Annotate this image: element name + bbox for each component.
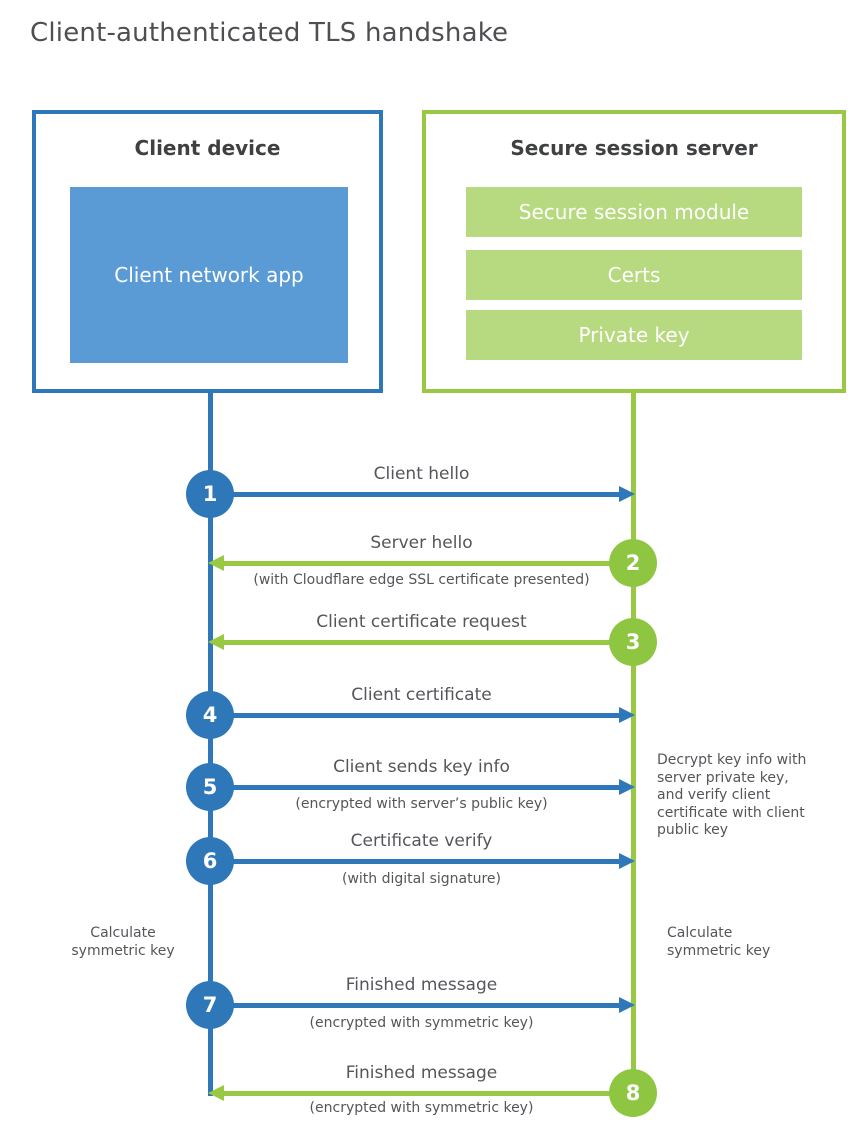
step-8-number: 8 (625, 1081, 641, 1105)
step-5-number: 5 (202, 775, 218, 799)
step-6-arrowhead-icon (619, 853, 635, 869)
server-module-bar-secure-session-module: Secure session module (466, 187, 802, 237)
step-1-badge: 1 (186, 470, 234, 518)
step-8-label: Finished message (345, 1063, 498, 1083)
step-2-badge: 2 (609, 539, 657, 587)
note-calculate-symmetric-key-server: Calculate symmetric key (667, 925, 771, 959)
step-1-label: Client hello (373, 464, 470, 484)
step-7-sub-label: (encrypted with symmetric key) (309, 1015, 534, 1031)
step-4-arrow (210, 707, 635, 723)
client-device-title: Client device (134, 136, 281, 160)
step-3-arrow-line (223, 640, 633, 645)
step-8-sub-label: (encrypted with symmetric key) (309, 1100, 534, 1116)
server-module-bar-private-key: Private key (466, 310, 802, 360)
step-7-arrowhead-icon (619, 997, 635, 1013)
step-5-badge: 5 (186, 763, 234, 811)
step-1-arrow (210, 486, 635, 502)
step-8-arrow-line (223, 1091, 633, 1096)
step-5-arrow (210, 779, 635, 795)
client-network-app-box: Client network app (70, 187, 348, 363)
note-decrypt-key-info: Decrypt key info with server private key… (657, 752, 807, 838)
step-7-arrow-line (210, 1003, 620, 1008)
step-2-number: 2 (625, 551, 641, 575)
step-5-label: Client sends key info (333, 757, 510, 777)
step-4-arrow-line (210, 713, 620, 718)
server-module-bar-certs: Certs (466, 250, 802, 300)
client-lifeline (208, 392, 213, 1096)
step-6-badge: 6 (186, 837, 234, 885)
step-1-arrowhead-icon (619, 486, 635, 502)
step-1-arrow-line (210, 492, 620, 497)
step-3-arrowhead-icon (208, 634, 224, 650)
step-7-number: 7 (202, 993, 218, 1017)
step-6-label: Certificate verify (350, 831, 493, 851)
step-4-number: 4 (202, 703, 218, 727)
step-7-label: Finished message (345, 975, 498, 995)
step-5-sub-label: (encrypted with server’s public key) (295, 796, 548, 812)
step-1-number: 1 (202, 482, 218, 506)
step-3-badge: 3 (609, 618, 657, 666)
step-2-label: Server hello (370, 533, 473, 553)
step-4-arrowhead-icon (619, 707, 635, 723)
step-7-badge: 7 (186, 981, 234, 1029)
step-3-number: 3 (625, 630, 641, 654)
step-6-arrow-line (210, 859, 620, 864)
step-2-arrow-line (223, 561, 633, 566)
secure-session-server-title: Secure session server (510, 136, 758, 160)
step-8-badge: 8 (609, 1069, 657, 1117)
step-8-arrow (208, 1085, 633, 1101)
step-4-label: Client certificate (351, 685, 492, 705)
step-2-arrow (208, 555, 633, 571)
note-calculate-symmetric-key-client: Calculate symmetric key (71, 925, 175, 959)
step-8-arrowhead-icon (208, 1085, 224, 1101)
server-lifeline (631, 392, 636, 1093)
step-2-sub-label: (with Cloudflare edge SSL certificate pr… (253, 572, 590, 588)
step-6-sub-label: (with digital signature) (342, 871, 501, 887)
step-5-arrow-line (210, 785, 620, 790)
step-3-arrow (208, 634, 633, 650)
client-network-app-label: Client network app (114, 262, 304, 287)
step-6-arrow (210, 853, 635, 869)
step-4-badge: 4 (186, 691, 234, 739)
step-2-arrowhead-icon (208, 555, 224, 571)
page-title: Client-authenticated TLS handshake (30, 18, 509, 48)
step-3-label: Client certificate request (316, 612, 527, 632)
step-6-number: 6 (202, 849, 218, 873)
step-7-arrow (210, 997, 635, 1013)
step-5-arrowhead-icon (619, 779, 635, 795)
